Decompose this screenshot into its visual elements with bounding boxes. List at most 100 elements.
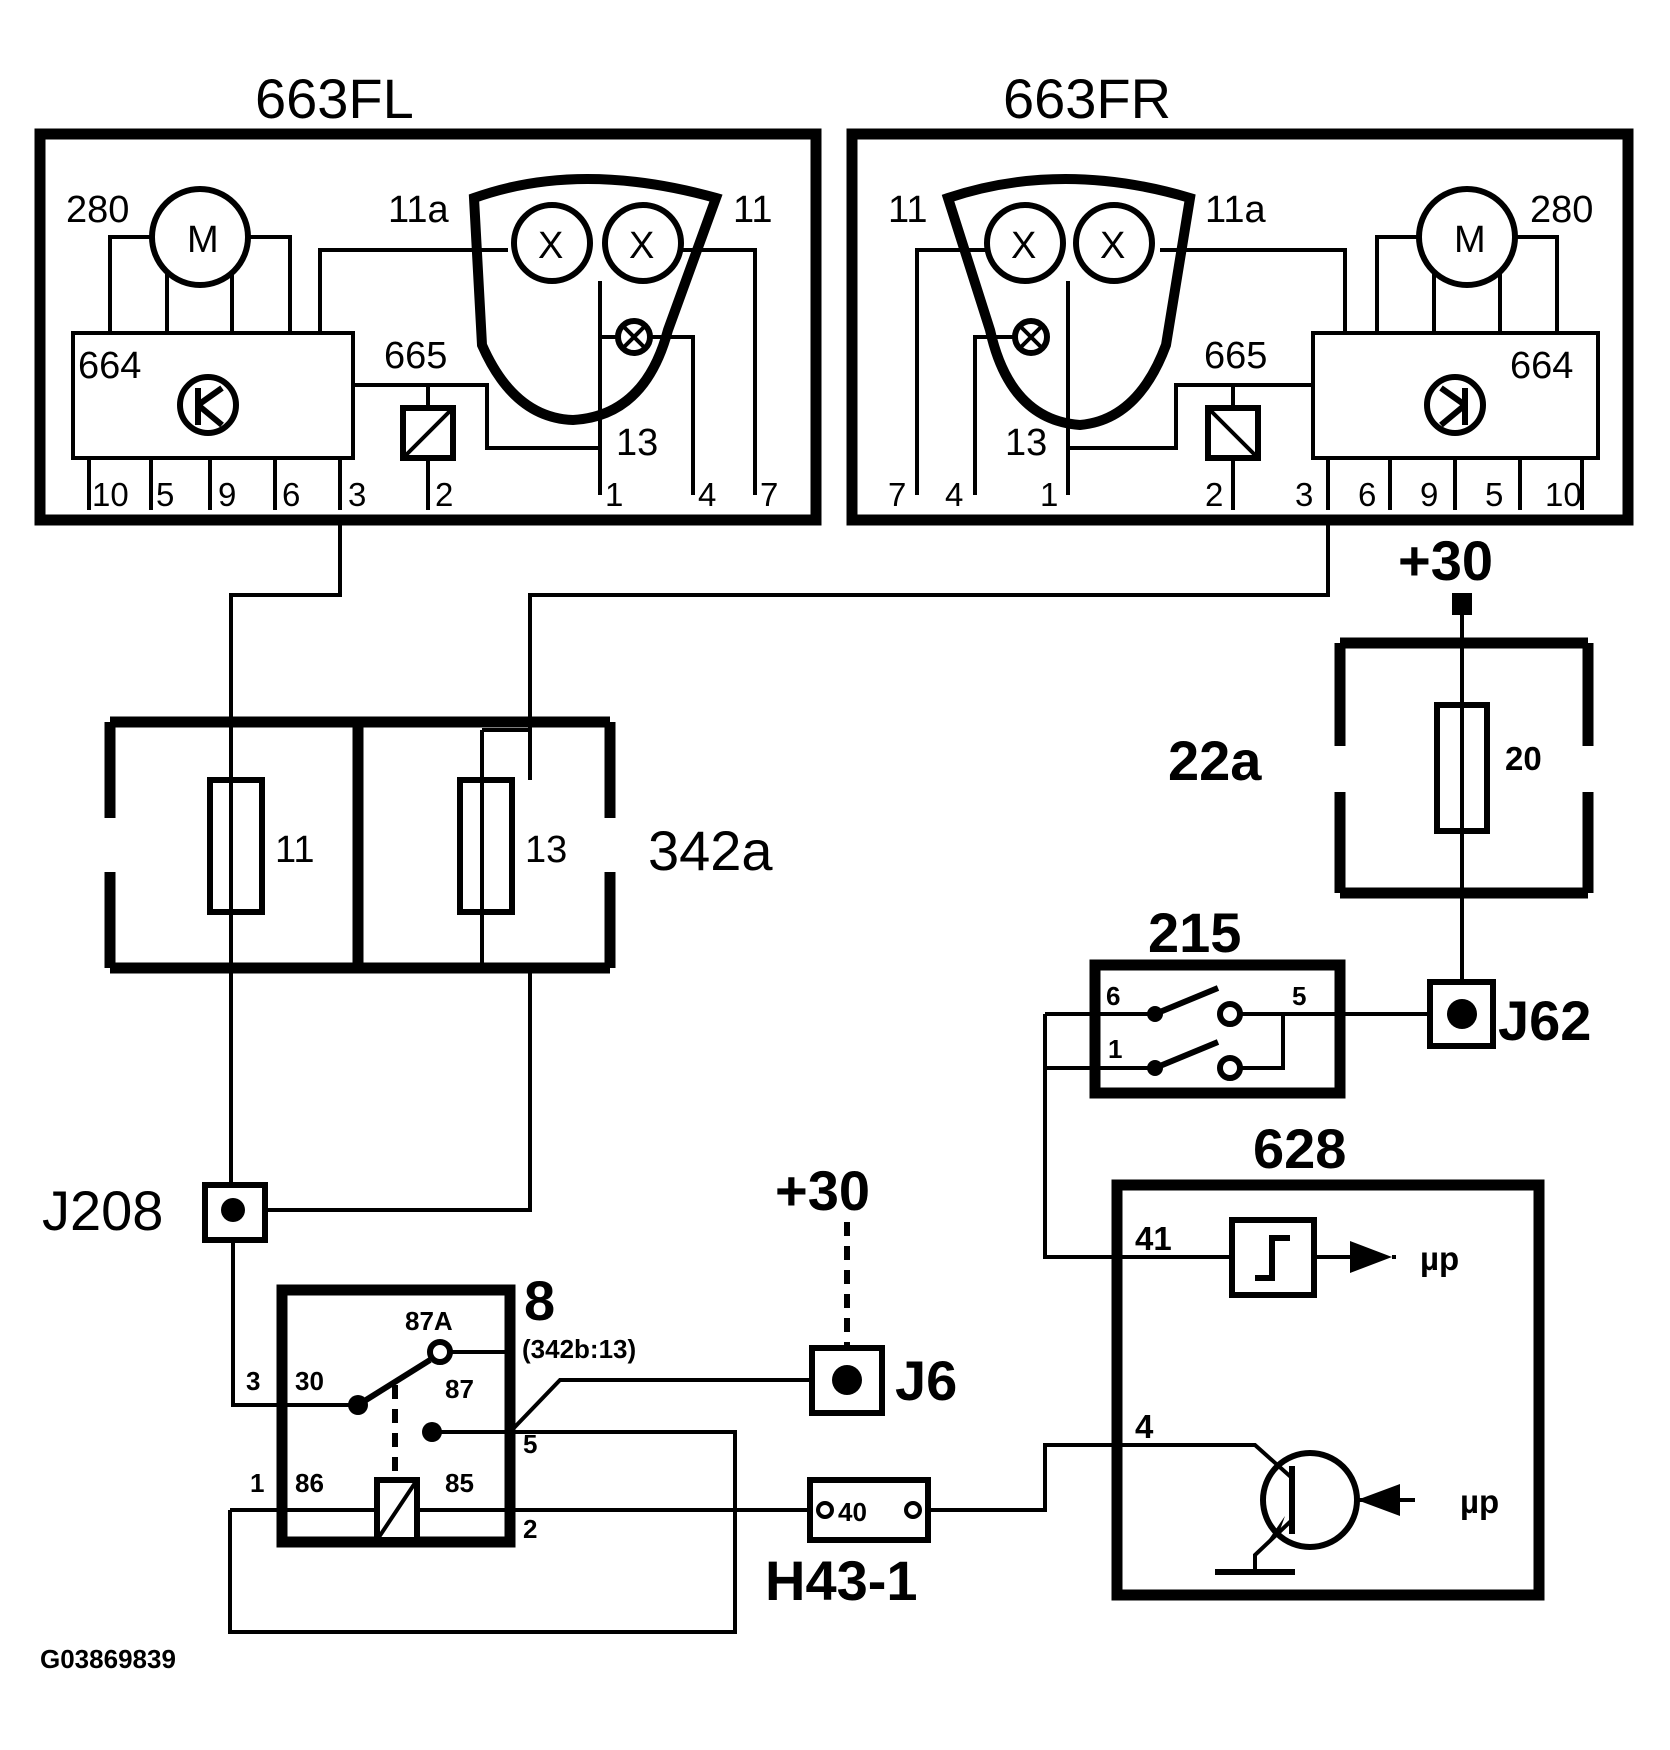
headlamp-unit-663fr: 663FR X X 11 11a 13 665 664 M 280 7 4 <box>846 67 1634 526</box>
label-665-fr: 665 <box>1204 335 1267 377</box>
label-665-fl: 665 <box>384 335 447 377</box>
j208-label: J208 <box>42 1179 163 1242</box>
unit-frame-663fl <box>34 128 822 526</box>
motor-label-fr: M <box>1454 219 1486 261</box>
pin-6-fl: 6 <box>282 476 300 513</box>
pin-10-fl: 10 <box>92 476 129 513</box>
relay-pin-5-label: 5 <box>523 1429 537 1459</box>
wire-relay-j6 <box>508 1378 810 1434</box>
pin-7-fl: 7 <box>760 476 778 513</box>
pin-9-fl: 9 <box>218 476 236 513</box>
wire-fl-pin3 <box>229 520 342 780</box>
switch-215-frame <box>1089 959 1346 1099</box>
h43-1-label: H43-1 <box>765 1549 918 1612</box>
relay-85-label: 85 <box>445 1468 474 1498</box>
pin-6-fr: 6 <box>1358 476 1376 513</box>
relay-87a-label: 87A <box>405 1306 453 1336</box>
module-628: 628 41 µp 4 µp <box>1111 1117 1545 1601</box>
fuse-11-label: 11 <box>275 829 314 871</box>
fuse-20-label: 20 <box>1505 740 1542 777</box>
module-628-label: 628 <box>1253 1117 1346 1180</box>
h43-pin-40-label: 40 <box>838 1497 867 1527</box>
switch-pin-1-label: 1 <box>1108 1034 1122 1064</box>
label-11a-fr: 11a <box>1205 189 1266 231</box>
pin-10-fr: 10 <box>1545 476 1582 513</box>
wire-j208-relay <box>231 1240 358 1407</box>
wire-switch-628 <box>1043 1014 1232 1259</box>
pin-5-fr: 5 <box>1485 476 1503 513</box>
lamp-x-label-2-fr: X <box>1100 225 1125 267</box>
pin-labels-fr: 7 4 1 2 3 6 9 5 10 <box>888 476 1582 513</box>
relay-pin-3-label: 3 <box>246 1366 260 1396</box>
lamp-x-right-fr <box>1073 202 1155 284</box>
fuse-11 <box>207 777 265 915</box>
unit-title-663fr: 663FR <box>1003 67 1171 130</box>
connector-j208: J208 <box>42 1179 268 1243</box>
label-13-fr: 13 <box>1005 422 1047 464</box>
motor-label-fl: M <box>187 219 219 261</box>
plus30-top-label: +30 <box>1398 529 1493 592</box>
pin-7-fr: 7 <box>888 476 906 513</box>
plus30-terminal <box>1452 593 1472 615</box>
connector-h43-1: 40 H43-1 <box>765 1477 931 1612</box>
relay-ref-label: (342b:13) <box>522 1334 636 1364</box>
relay-30-label: 30 <box>295 1366 324 1396</box>
pin-2-fr: 2 <box>1205 476 1223 513</box>
pin-1-fr: 1 <box>1040 476 1058 513</box>
lamp-x-label-1-fl: X <box>538 225 563 267</box>
connector-j6: J6 <box>809 1345 957 1416</box>
label-11-fl: 11 <box>733 189 772 231</box>
connector-j62: J62 <box>1427 979 1591 1052</box>
headlamp-reflector-fl <box>468 174 723 426</box>
j6-label: J6 <box>895 1349 957 1412</box>
pin-4-fr: 4 <box>945 476 963 513</box>
switch-215-label: 215 <box>1148 901 1241 964</box>
relay-pin-2-label: 2 <box>523 1514 537 1544</box>
wire-h43-628 <box>928 1443 1215 1512</box>
fuse-box-22a: 20 22a <box>1168 637 1594 899</box>
j62-label: J62 <box>1498 989 1591 1052</box>
pin-4-fl: 4 <box>698 476 716 513</box>
wire-fuse13-j208 <box>262 968 532 1212</box>
lamp-x-right-fl <box>602 202 684 284</box>
module-664-fl <box>71 331 355 460</box>
module-pin-41-label: 41 <box>1135 1220 1172 1257</box>
relay-8: 8 (342b:13) 87A 87 30 86 85 3 1 5 2 <box>230 1269 636 1548</box>
switch-215: 215 6 5 1 <box>1045 901 1430 1099</box>
fuse-13-label: 13 <box>525 829 567 871</box>
mu-p-in-label: µp <box>1460 1483 1499 1520</box>
pin-3-fr: 3 <box>1295 476 1313 513</box>
lamp-x-left-fl <box>511 202 593 284</box>
headlamp-unit-663fl: 663FL M 280 664 665 X X 11a 11 13 10 <box>34 67 822 526</box>
label-11a-fl: 11a <box>388 189 449 231</box>
label-13-fl: 13 <box>616 422 658 464</box>
wire-relay-loop <box>228 1430 737 1634</box>
module-628-frame <box>1111 1179 1545 1601</box>
relay-pin-1-label: 1 <box>250 1468 264 1498</box>
relay-87-label: 87 <box>445 1374 474 1404</box>
fuse-box-22a-label: 22a <box>1168 729 1262 792</box>
unit-title-663fl: 663FL <box>255 67 414 130</box>
plus30-j6-label: +30 <box>775 1159 870 1222</box>
pin-3-fl: 3 <box>348 476 366 513</box>
pin-1-fl: 1 <box>605 476 623 513</box>
pin-9-fr: 9 <box>1420 476 1438 513</box>
figure-id: G03869839 <box>40 1644 176 1674</box>
fuse-13 <box>457 777 515 915</box>
label-664-fr: 664 <box>1510 345 1573 387</box>
label-280-fl: 280 <box>66 189 129 231</box>
switch-pin-6-label: 6 <box>1106 981 1120 1011</box>
fuse-box-342a: 11 13 342a <box>104 716 773 974</box>
headlamp-reflector-fr <box>941 174 1196 431</box>
switch-pin-5-label: 5 <box>1292 981 1306 1011</box>
unit-frame-663fr <box>846 128 1634 526</box>
fuse-box-342a-label: 342a <box>648 819 773 882</box>
mu-p-out-label: µp <box>1420 1240 1459 1277</box>
relay-8-label: 8 <box>524 1269 555 1332</box>
pin-5-fl: 5 <box>156 476 174 513</box>
sensor-icon-fl <box>177 374 239 436</box>
label-664-fl: 664 <box>78 345 141 387</box>
pin-labels-fl: 10 5 9 6 3 2 1 4 7 <box>92 476 778 513</box>
lamp-x-label-1-fr: X <box>1011 225 1036 267</box>
